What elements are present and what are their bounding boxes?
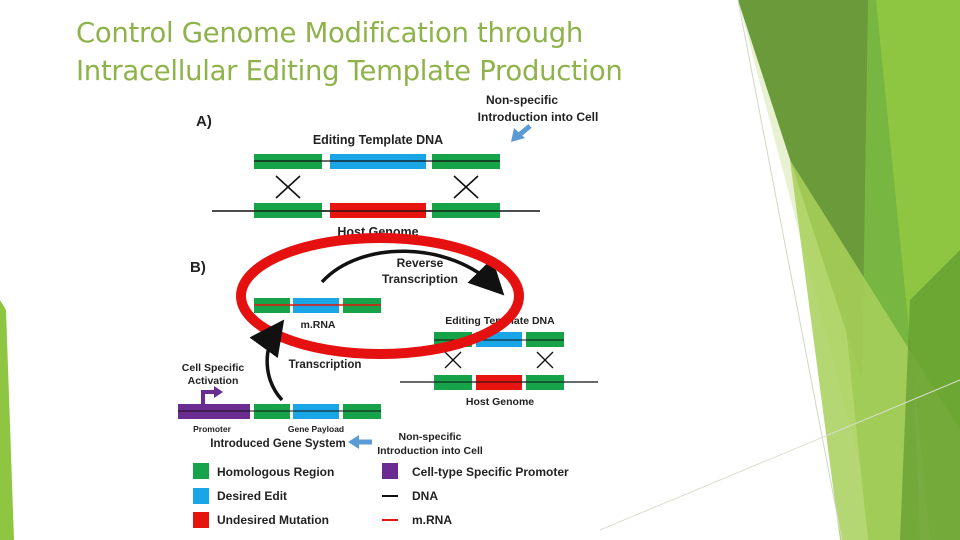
panel-a-crossover-x [275,175,479,199]
legend-swatch-homologous [193,463,209,479]
transcription-label: Transcription [289,359,362,371]
legend-desired-edit-label: Desired Edit [217,489,287,503]
slide-title: Control Genome Modification through Intr… [76,14,716,90]
title-line-1: Control Genome Modification through [76,17,583,49]
panel-b-crossover-x [444,351,554,369]
reverse-line1: Reverse [397,256,444,270]
legend-swatch-desired-edit [193,488,209,504]
panel-a-nonspecific-line1: Non-specific [486,93,558,107]
panel-a-blue-arrow [511,124,532,142]
legend-swatch-undesired [193,512,209,528]
panel-b-mrna-label: m.RNA [300,319,335,331]
reverse-transcription-arrow [320,249,505,296]
panel-a-nonspecific-line2: Introduction into Cell [478,110,599,124]
cell-specific-line2: Activation [188,375,239,387]
panel-b-host-genome-strand [400,375,598,390]
legend: Homologous Region Desired Edit Undesired… [193,463,569,528]
panel-b-mrna-strand [254,298,381,313]
panel-b-nonspecific-line2: Introduction into Cell [377,445,483,457]
legend-undesired-label: Undesired Mutation [217,513,329,527]
title-line-2: Intracellular Editing Template Productio… [76,55,623,87]
panel-b-blue-arrow [348,435,372,449]
highlight-ring [236,233,524,359]
transcription-arrow [249,319,285,402]
promoter-label: Promoter [193,424,231,434]
legend-homologous-label: Homologous Region [217,465,334,479]
legend-dna-label: DNA [412,489,438,503]
panel-a-editing-template-strand [254,154,500,169]
gene-payload-label: Gene Payload [288,424,344,434]
panel-a-label: A) [196,113,212,130]
cell-specific-line1: Cell Specific [182,362,245,374]
panel-b-host-genome-label: Host Genome [466,396,534,408]
reverse-line2: Transcription [382,272,458,286]
legend-promoter-label: Cell-type Specific Promoter [412,465,569,479]
promoter-arrow [201,386,223,404]
introduced-gene-system-label: Introduced Gene System [210,438,345,450]
panel-a-editing-template-label: Editing Template DNA [313,133,443,147]
panel-b-nonspecific-line1: Non-specific [398,431,461,443]
panel-b-label: B) [190,259,206,276]
introduced-gene-strand [178,404,381,419]
legend-mrna-label: m.RNA [412,513,452,527]
panel-a-host-genome-strand [212,203,540,218]
legend-swatch-promoter [382,463,398,479]
